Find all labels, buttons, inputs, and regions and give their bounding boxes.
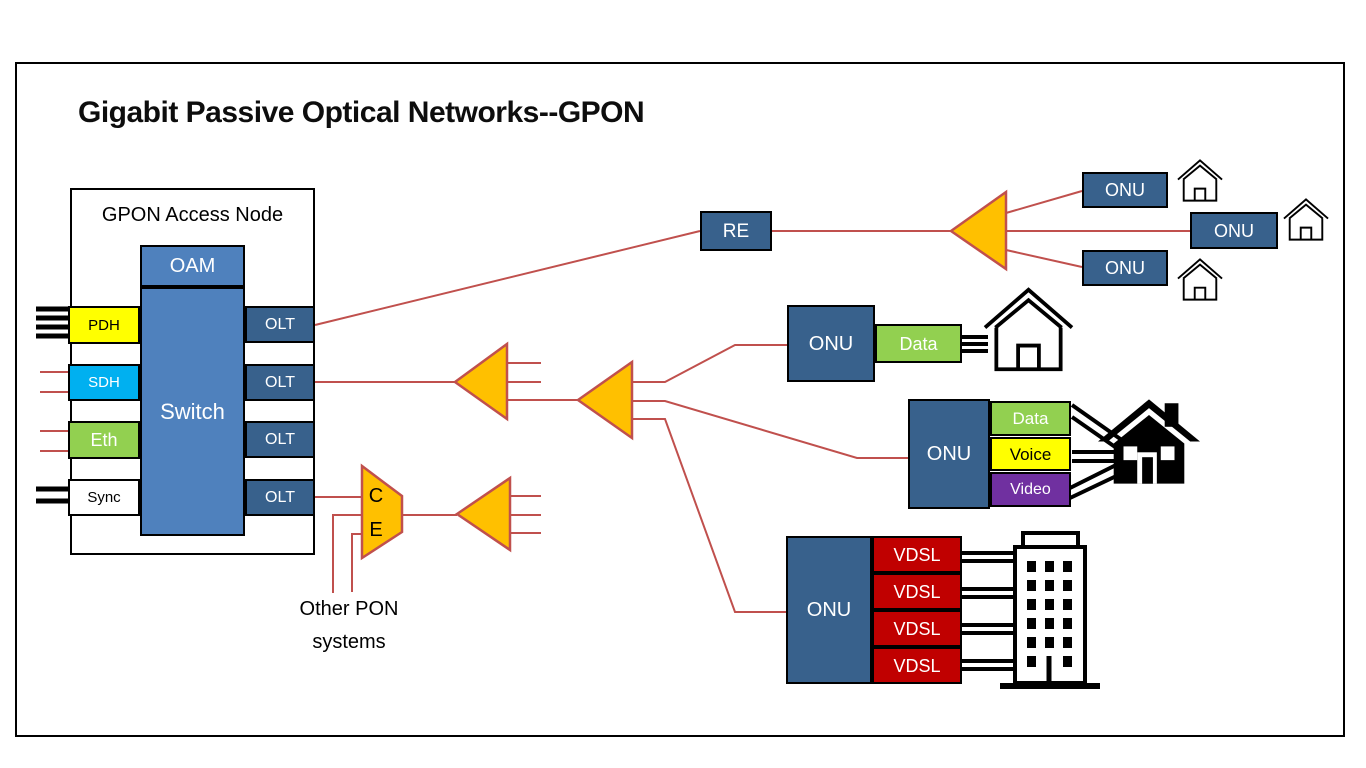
page-title: Gigabit Passive Optical Networks--GPON	[78, 96, 645, 129]
vdsl-port-box-2: VDSL	[872, 573, 962, 610]
combiner-e-label: E	[369, 518, 383, 541]
olt-box-2: OLT	[245, 364, 315, 401]
interface-box-pdh: PDH	[68, 306, 140, 344]
onu-box-triple-play: ONU	[908, 399, 990, 509]
interface-box-sdh: SDH	[68, 364, 140, 401]
interface-box-eth: Eth	[68, 421, 140, 459]
interface-box-sync: Sync	[68, 479, 140, 516]
triple-play-data-box: Data	[990, 401, 1071, 436]
diagram-frame	[15, 62, 1345, 737]
reach-extender-box: RE	[700, 211, 772, 251]
other-pon-note: Other PON systems	[283, 593, 415, 659]
combiner-c-label: C	[368, 484, 384, 507]
onu-box-vdsl: ONU	[786, 536, 872, 684]
onu-box-top-1: ONU	[1082, 172, 1168, 208]
switch-box: Switch	[140, 287, 245, 536]
onu-box-top-3: ONU	[1082, 250, 1168, 286]
onu-box-data: ONU	[787, 305, 875, 382]
access-node-title: GPON Access Node	[101, 204, 284, 226]
triple-play-voice-box: Voice	[990, 437, 1071, 471]
vdsl-port-box-1: VDSL	[872, 536, 962, 573]
olt-box-4: OLT	[245, 479, 315, 516]
triple-play-video-box: Video	[990, 472, 1071, 507]
other-pon-note-line1: Other PON	[299, 598, 399, 620]
vdsl-port-box-4: VDSL	[872, 647, 962, 684]
olt-box-1: OLT	[245, 306, 315, 343]
data-service-box: Data	[875, 324, 962, 363]
other-pon-note-line2: systems	[312, 631, 386, 653]
onu-box-top-2: ONU	[1190, 212, 1278, 249]
olt-box-3: OLT	[245, 421, 315, 458]
oam-box: OAM	[140, 245, 245, 287]
vdsl-port-box-3: VDSL	[872, 610, 962, 647]
